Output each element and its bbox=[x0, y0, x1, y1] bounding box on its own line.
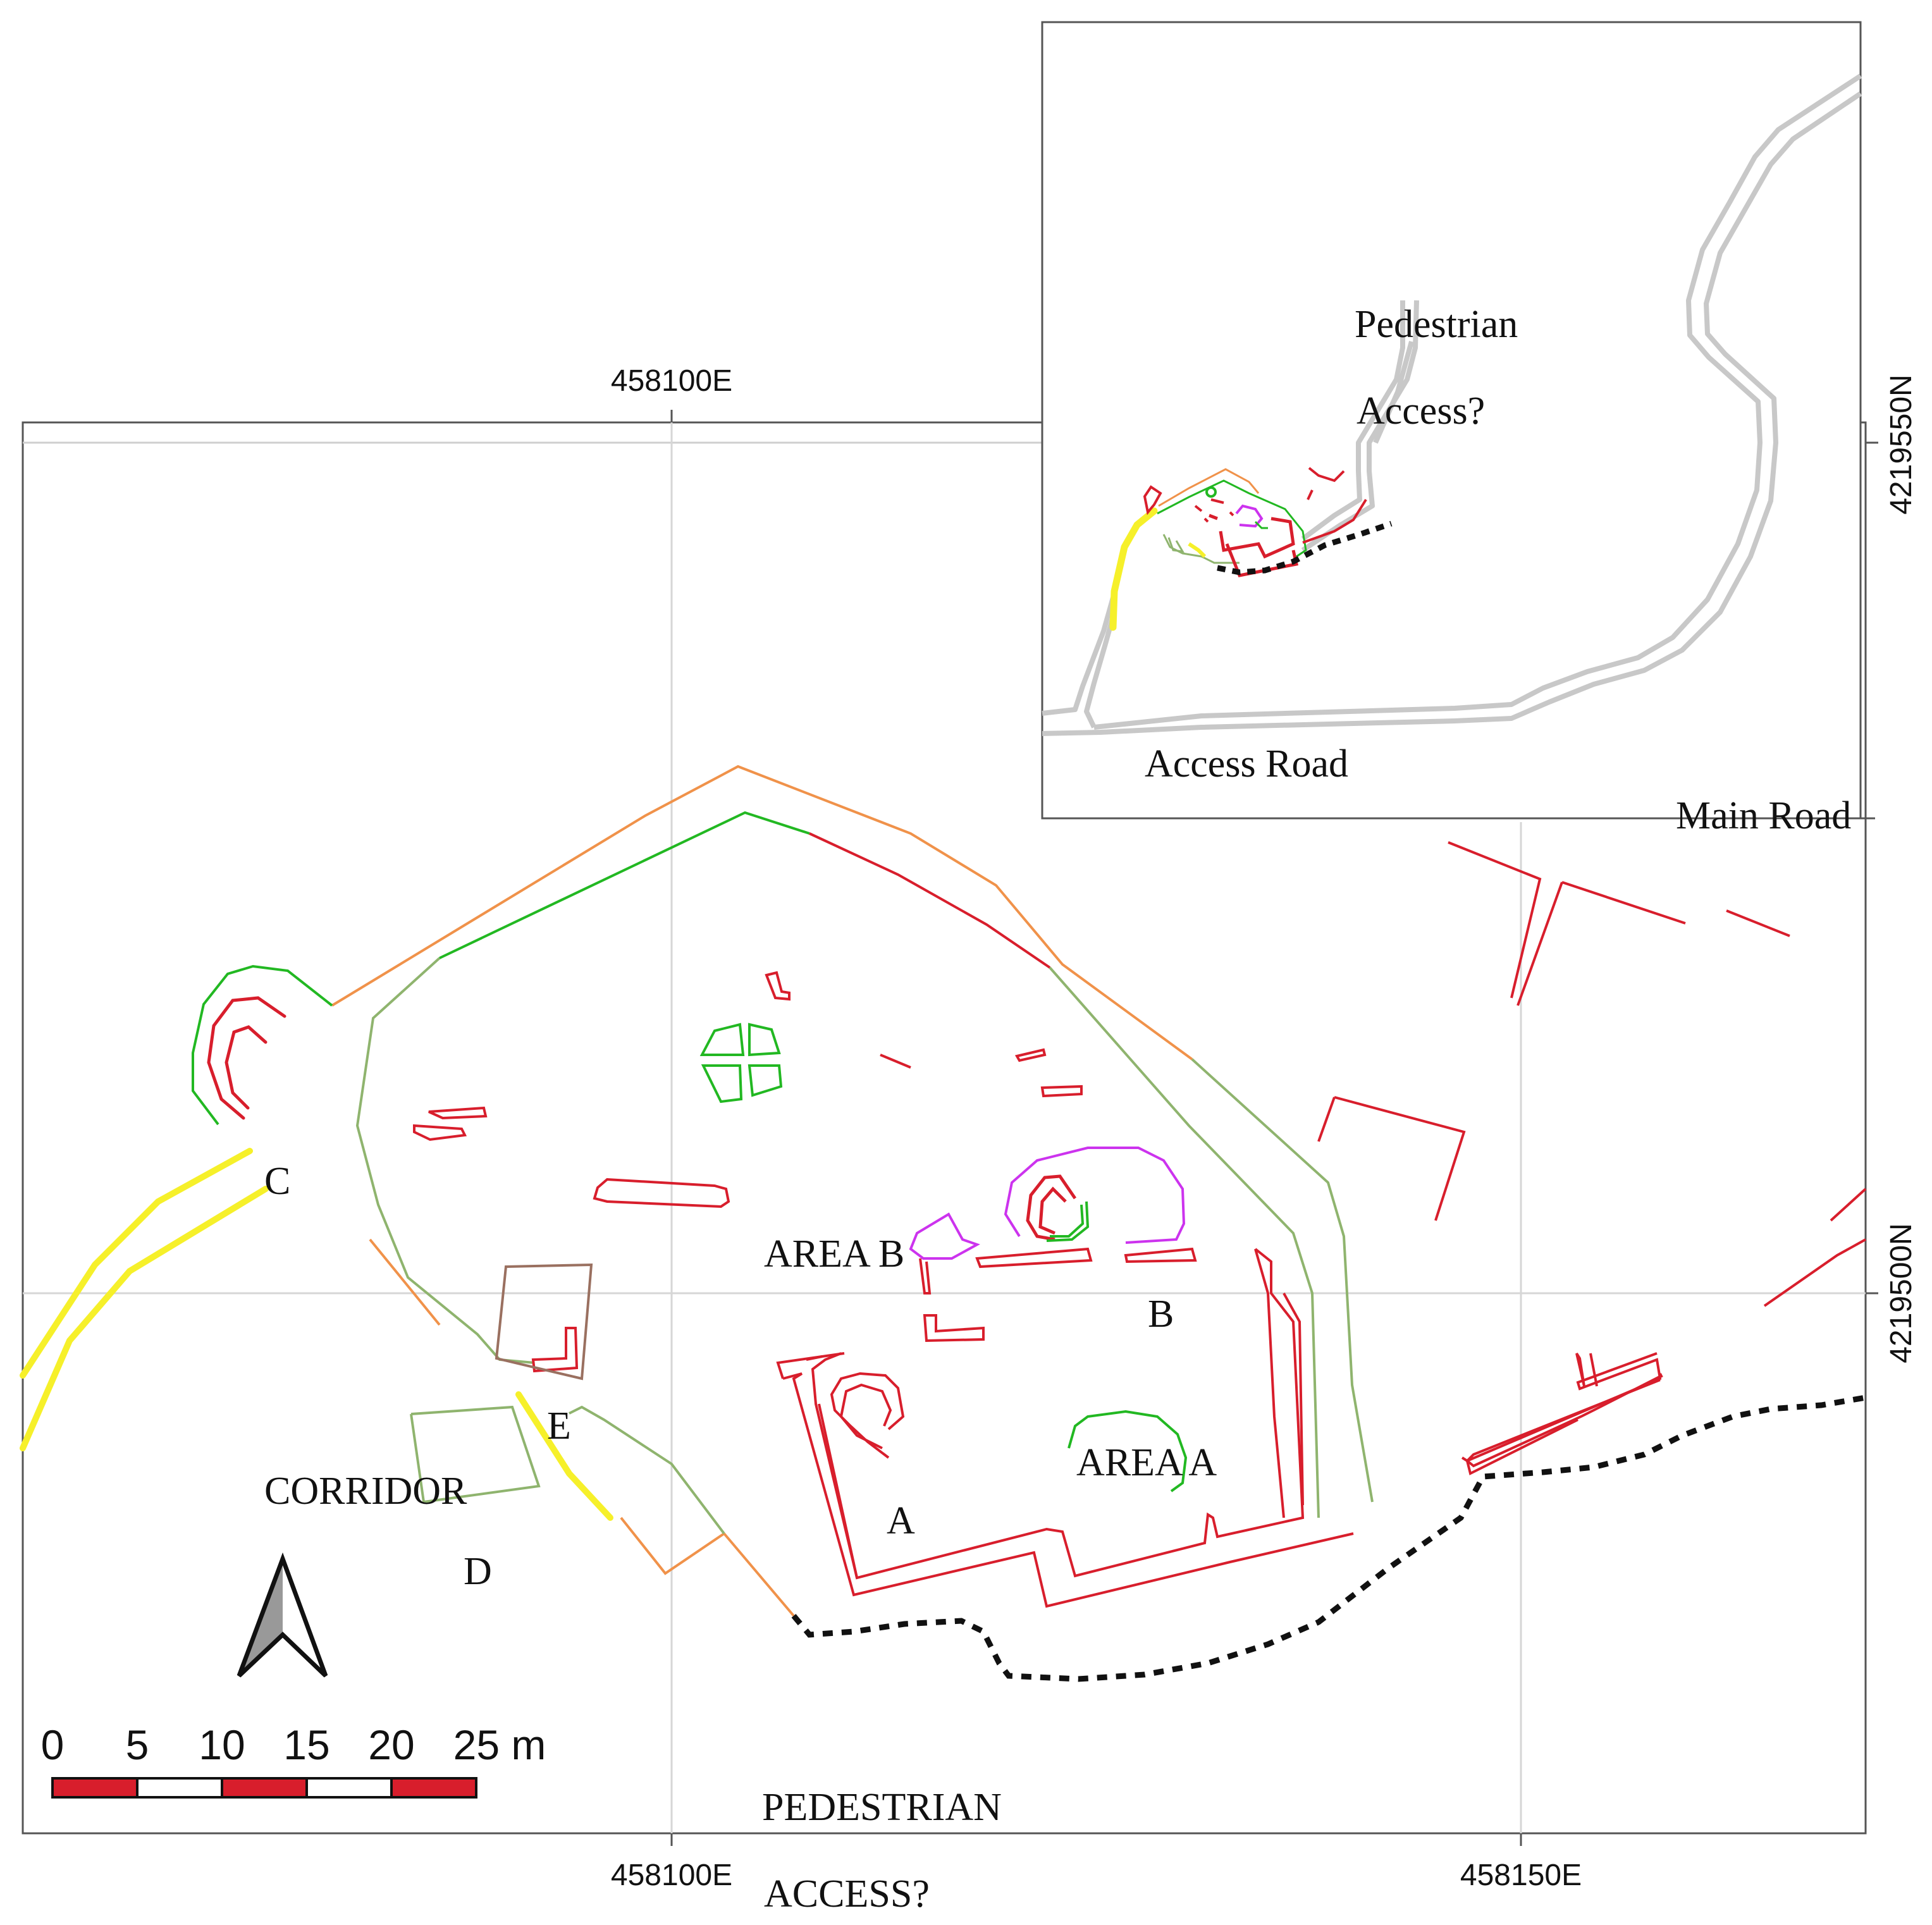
inset-label-pedestrian: Pedestrian bbox=[1355, 303, 1518, 346]
grid-ticks bbox=[670, 410, 1878, 1846]
grid-label-northing-1: 4219550N bbox=[1885, 374, 1918, 515]
label-area-b: AREA B bbox=[764, 1233, 904, 1276]
grid-label-northing-2: 4219500N bbox=[1885, 1223, 1918, 1363]
scale-bar-ticks: 0 5 10 15 20 25 m bbox=[41, 1721, 546, 1768]
scale-bar bbox=[51, 1777, 477, 1799]
yellow-access-path bbox=[20, 1148, 613, 1521]
red-wall-fragments bbox=[413, 971, 1197, 1373]
scale-tick-25m: 25 m bbox=[453, 1721, 546, 1768]
inset-roads bbox=[1042, 73, 1862, 736]
inset-label-access-road: Access Road bbox=[1145, 742, 1348, 785]
grid-label-bottom-easting-2: 458150E bbox=[1460, 1859, 1582, 1892]
green-enclosure-line bbox=[192, 811, 810, 1126]
orange-enclosure-line bbox=[331, 765, 1193, 1617]
grid-label-top-easting: 458100E bbox=[611, 364, 732, 398]
inset-label-access: Access? bbox=[1357, 390, 1485, 433]
structure-b bbox=[909, 1147, 1186, 1260]
green-quadrant-structure bbox=[699, 1023, 783, 1104]
label-area-a: AREA A bbox=[1076, 1441, 1217, 1484]
olive-enclosure-line bbox=[355, 957, 1374, 1535]
inset-map: Pedestrian Access? Access Road bbox=[1041, 21, 1862, 820]
inset-labels: Pedestrian Access? Access Road bbox=[1145, 303, 1518, 785]
label-a: A bbox=[887, 1499, 915, 1542]
structure-c-horseshoe bbox=[207, 996, 286, 1120]
north-arrow-icon bbox=[237, 1552, 328, 1678]
label-d: D bbox=[464, 1550, 492, 1593]
site-labels: C AREA B B E CORRIDOR D A AREA A PEDESTR… bbox=[264, 1160, 1217, 1916]
coordinate-grid bbox=[23, 422, 1866, 1833]
inset-dashed-line bbox=[1217, 520, 1393, 575]
scale-tick-20: 20 bbox=[368, 1721, 414, 1768]
map-frame bbox=[22, 421, 1867, 1835]
area-a-green-arc bbox=[1068, 1410, 1188, 1492]
inset-site-cluster bbox=[1143, 467, 1367, 577]
label-b: B bbox=[1148, 1293, 1174, 1336]
inset-label-main-road: Main Road bbox=[1676, 794, 1851, 837]
inset-yellow-path bbox=[1109, 507, 1158, 631]
label-c: C bbox=[264, 1160, 290, 1203]
label-e: E bbox=[547, 1405, 571, 1448]
scale-tick-15: 15 bbox=[283, 1721, 329, 1768]
label-corridor: CORRIDOR bbox=[264, 1470, 467, 1513]
brown-square-structure bbox=[495, 1263, 593, 1381]
area-a-walls bbox=[776, 1248, 1354, 1608]
scale-tick-0: 0 bbox=[41, 1721, 65, 1768]
label-access: ACCESS? bbox=[764, 1873, 930, 1916]
inset-frame bbox=[1041, 21, 1862, 820]
scale-tick-5: 5 bbox=[126, 1721, 149, 1768]
east-red-walls bbox=[1317, 841, 1867, 1475]
red-enclosure-wall-top bbox=[809, 832, 1051, 969]
grid-label-bottom-easting-1: 458100E bbox=[611, 1859, 732, 1892]
pedestrian-access-dashed-line bbox=[791, 1394, 1866, 1682]
scale-tick-10: 10 bbox=[199, 1721, 245, 1768]
label-pedestrian: PEDESTRIAN bbox=[762, 1786, 1002, 1829]
